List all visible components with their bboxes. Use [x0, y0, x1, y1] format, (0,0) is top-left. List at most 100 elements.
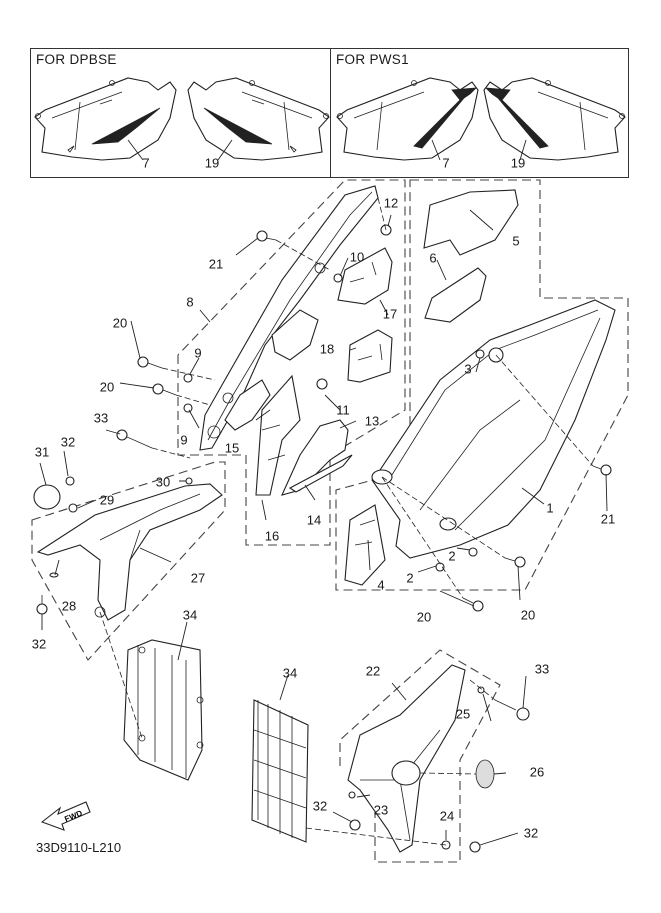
shroud-27 [36, 483, 223, 621]
washer-2-a [468, 547, 478, 557]
callout-33[interactable]: 33 [534, 661, 550, 677]
callout-18[interactable]: 18 [319, 341, 335, 357]
lower-cover-22 [347, 664, 466, 853]
callout-20[interactable]: 20 [416, 609, 432, 625]
bolt-21-lower [592, 464, 612, 476]
callout-20[interactable]: 20 [99, 379, 115, 395]
callout-32[interactable]: 32 [60, 434, 76, 450]
bolt-32-left [36, 595, 48, 615]
callout-32[interactable]: 32 [523, 825, 539, 841]
collar-11 [316, 378, 328, 390]
pad-17 [337, 247, 393, 305]
group-22-frame [339, 649, 501, 863]
callout-31[interactable]: 31 [34, 444, 50, 460]
bolt-33-upper [116, 429, 153, 449]
callout-29[interactable]: 29 [99, 492, 115, 508]
nut-30 [185, 477, 193, 485]
callout-9[interactable]: 9 [194, 345, 202, 361]
callout-8[interactable]: 8 [186, 294, 194, 310]
callout-15[interactable]: 15 [224, 440, 240, 456]
callout-27[interactable]: 27 [190, 570, 206, 586]
callout-21[interactable]: 21 [600, 511, 616, 527]
callout-20[interactable]: 20 [520, 607, 536, 623]
bolt-20-c [504, 556, 526, 568]
radiator-guard-34-left [123, 639, 204, 781]
callout-7-pws1[interactable]: 7 [442, 155, 450, 171]
callout-2[interactable]: 2 [406, 570, 414, 586]
callout-25[interactable]: 25 [455, 706, 471, 722]
callout-14[interactable]: 14 [306, 512, 322, 528]
collar-3 [475, 349, 485, 359]
side-panel-8 [199, 185, 379, 451]
callout-19-dpbse[interactable]: 19 [204, 155, 220, 171]
pad-4 [344, 504, 386, 586]
collar-25 [477, 686, 485, 694]
pad-5 [423, 189, 519, 256]
callout-33[interactable]: 33 [93, 410, 109, 426]
bolt-32-upper [65, 476, 75, 486]
callout-1[interactable]: 1 [546, 500, 554, 516]
drawing-code: 33D9110-L210 [36, 840, 122, 855]
bolt-21-upper [256, 230, 277, 242]
callout-9[interactable]: 9 [180, 432, 188, 448]
side-cover-right-pws1 [483, 77, 626, 161]
variant-title: FOR DPBSE [36, 52, 117, 67]
emblem-26 [475, 759, 495, 789]
pad-18 [347, 329, 393, 383]
side-cover-left-pws1 [336, 77, 479, 161]
callout-10[interactable]: 10 [349, 249, 365, 265]
pad-14 [288, 454, 353, 493]
bolt-32-lower-a [349, 819, 361, 831]
side-panel-1 [371, 299, 616, 559]
callout-2[interactable]: 2 [448, 548, 456, 564]
washer-9-upper [183, 373, 193, 383]
callout-24[interactable]: 24 [439, 808, 455, 824]
callout-23[interactable]: 23 [373, 802, 389, 818]
callout-16[interactable]: 16 [264, 528, 280, 544]
group-8-frame [177, 179, 406, 546]
callout-20[interactable]: 20 [112, 315, 128, 331]
side-cover-right-dpbse [187, 77, 330, 161]
callout-34[interactable]: 34 [182, 607, 198, 623]
washer-23 [348, 791, 356, 799]
callout-32[interactable]: 32 [312, 798, 328, 814]
pad-6 [424, 267, 487, 323]
group-27-frame [31, 461, 226, 661]
bolt-32-lower-b [469, 841, 481, 853]
callout-13[interactable]: 13 [364, 413, 380, 429]
side-cover-left-dpbse [34, 77, 177, 161]
callout-4[interactable]: 4 [377, 577, 385, 593]
callout-3[interactable]: 3 [464, 361, 472, 377]
cap-31 [33, 484, 61, 510]
bolt-20-d [462, 597, 484, 612]
washer-28 [49, 572, 59, 578]
callout-21[interactable]: 21 [208, 256, 224, 272]
callout-11[interactable]: 11 [336, 402, 350, 418]
callout-5[interactable]: 5 [512, 233, 520, 249]
callout-32[interactable]: 32 [31, 636, 47, 652]
callout-12[interactable]: 12 [383, 195, 399, 211]
radiator-louver-34-right [251, 699, 309, 843]
pad-13 [281, 419, 349, 496]
washer-9-lower [183, 403, 193, 413]
pad-16 [255, 374, 301, 496]
variant-title: FOR PWS1 [336, 52, 409, 67]
callout-7-dpbse[interactable]: 7 [142, 155, 150, 171]
callout-30[interactable]: 30 [155, 474, 171, 490]
callout-22[interactable]: 22 [365, 663, 381, 679]
bolt-20-b [152, 383, 177, 396]
callout-26[interactable]: 26 [529, 764, 545, 780]
collar-29 [68, 503, 78, 513]
callout-leaders [39, 209, 608, 846]
callout-28[interactable]: 28 [61, 598, 77, 614]
callout-34[interactable]: 34 [282, 665, 298, 681]
fwd-arrow-icon: FWD [40, 801, 91, 831]
callout-6[interactable]: 6 [429, 250, 437, 266]
variant-leaders [127, 139, 527, 161]
bolt-20-a [137, 356, 163, 369]
callout-19-pws1[interactable]: 19 [510, 155, 526, 171]
callout-17[interactable]: 17 [382, 306, 398, 322]
grommet-24 [441, 840, 451, 850]
